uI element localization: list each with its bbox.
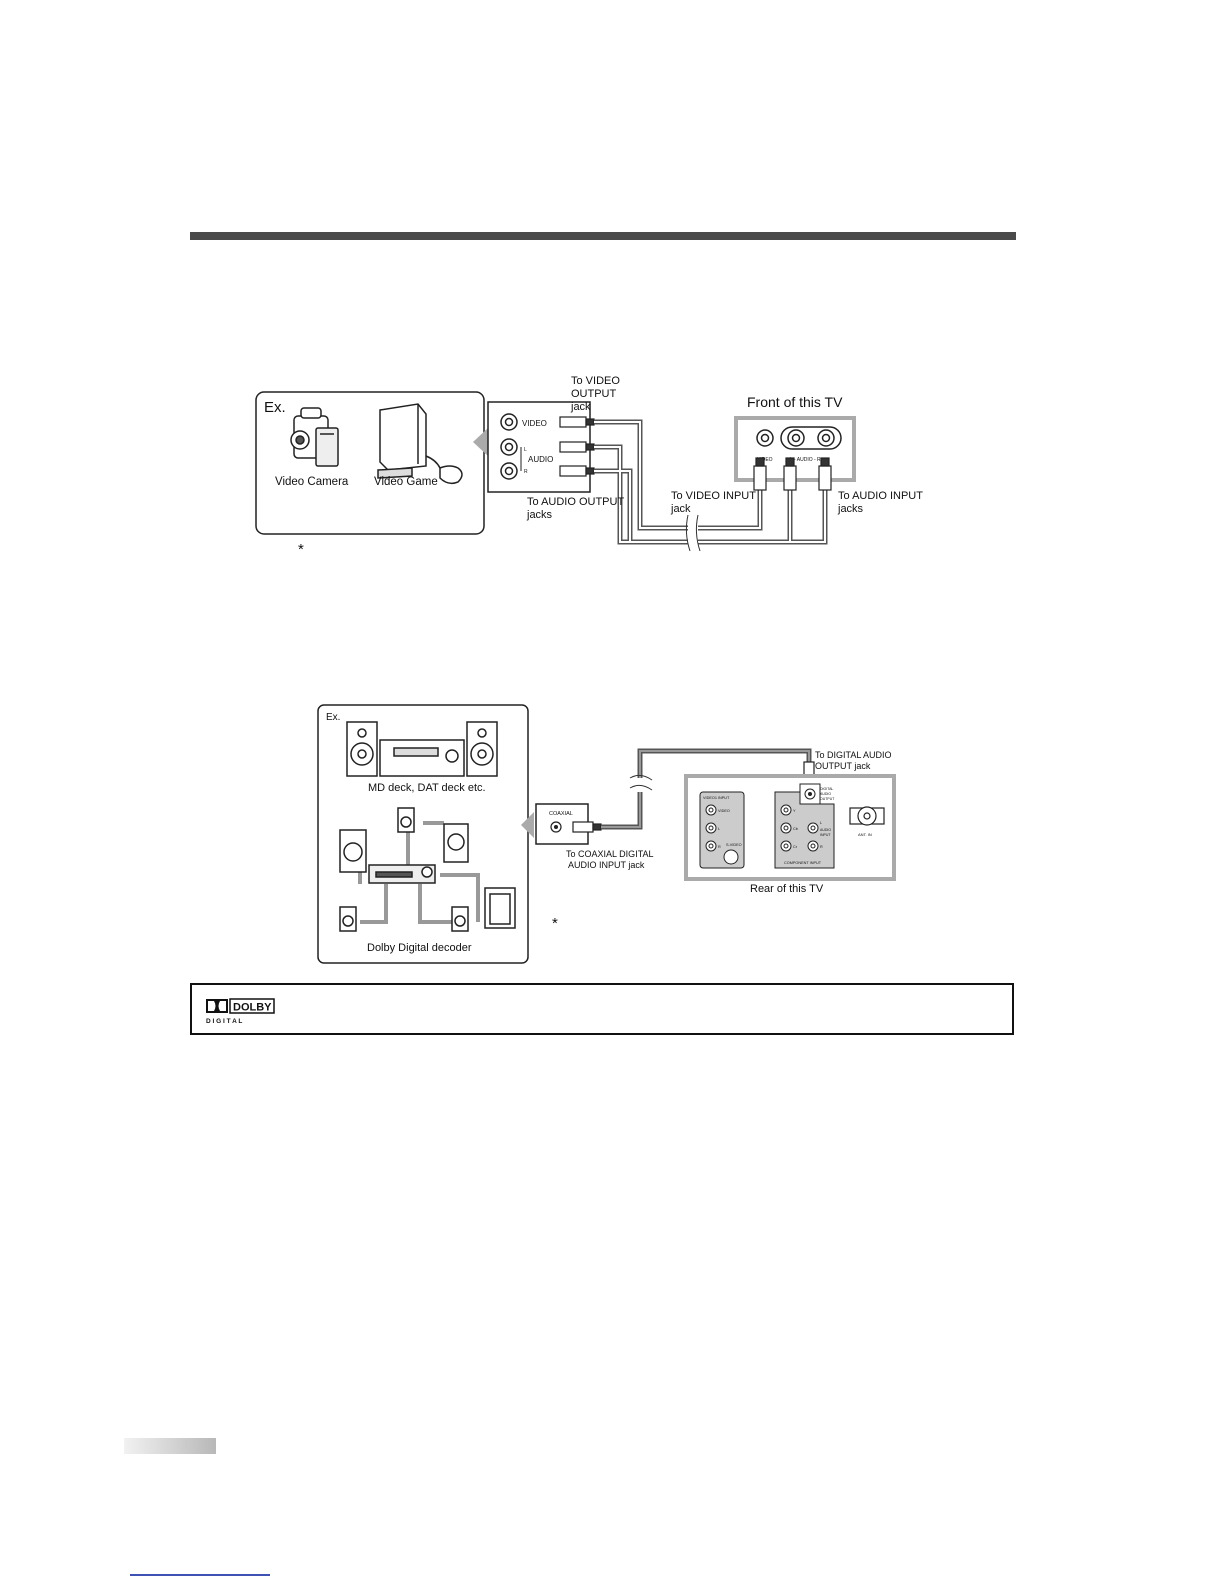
digital-audio-output-label-3: OUTPUT [820,797,835,801]
ant-in-connector [849,806,885,826]
video-game-label: Video Game [374,476,438,488]
pointer-arrow-1 [473,428,488,456]
rear-video-label: VIDEO [718,809,730,813]
callout-video-output-1: To VIDEO [571,375,620,387]
s-video-label: S-VIDEO [726,843,742,847]
connection-diagram-rear: Ex. MD deck, DAT deck etc. Dolby Digital… [317,704,896,964]
rear-l-label-2: L [820,821,822,825]
callout-video-input-1: To VIDEO INPUT [671,490,756,502]
header-rule [190,232,1016,240]
coaxial-plug [572,821,602,833]
pointer-arrow-2 [521,812,534,838]
rear-y-label: Y [793,809,796,813]
callout-video-input-2: jack [670,503,691,515]
dolby-digital-logo: DOLBY D I G I T A L [206,998,275,1025]
callout-audio-output-2: jacks [526,509,553,521]
callout-coaxial-1: To COAXIAL DIGITAL [566,849,654,859]
dolby-sub: D I G I T A L [206,1018,242,1025]
video1-input-label: VIDEO1 INPUT [703,796,730,800]
asterisk-1: * [298,541,304,558]
callout-video-output-2: OUTPUT [571,388,617,400]
coaxial-label: COAXIAL [549,811,573,817]
md-deck-illustration [346,721,498,777]
output-l-label: L [524,447,527,453]
output-video-label: VIDEO [522,419,547,428]
cable-break [688,515,698,551]
component-input-label: COMPONENT INPUT [784,861,822,865]
rear-cb-label: Cb [793,827,798,831]
md-deck-label: MD deck, DAT deck etc. [368,782,486,794]
tv-rear-title: Rear of this TV [750,883,824,895]
ant-in-label: ANT. IN [858,832,872,837]
example-devices-box [255,391,485,535]
asterisk-2: * [552,915,558,932]
callout-video-output-3: jack [570,401,591,413]
video-camera-illustration [290,407,339,467]
callout-coaxial-2: AUDIO INPUT jack [568,860,645,870]
tv-front-title: Front of this TV [747,394,843,410]
audio-input-label-1: AUDIO [820,828,831,832]
output-audio-label: AUDIO [528,455,553,464]
rear-r-label-2: R [820,845,823,849]
output-r-label: R [524,469,528,475]
tv-front-video-label: VIDEO [757,457,773,463]
footer-rule [130,1574,270,1576]
rear-cr-label: Cr [793,845,798,849]
rear-r-label-1: R [718,845,721,849]
callout-audio-output-1: To AUDIO OUTPUT [527,496,624,508]
callout-digital-output-1: To DIGITAL AUDIO [815,750,892,760]
video-game-illustration [377,403,463,485]
rear-l-label-1: L [718,827,720,831]
page-number-tab [124,1438,216,1454]
callout-audio-input-1: To AUDIO INPUT [838,490,923,502]
audio-input-label-2: INPUT [820,833,831,837]
connection-diagram-front: Ex. Video Camera Video Game VIDEO L AUDI… [255,375,923,558]
decoder-illustration [339,807,516,932]
input-plugs [753,457,832,491]
dolby-note-box: DOLBY D I G I T A L [190,983,1014,1035]
cable-break-2 [630,778,652,792]
callout-digital-output-2: OUTPUT jack [815,761,871,771]
digital-audio-output-label-2: AUDIO [820,792,831,796]
video-camera-label: Video Camera [275,476,349,488]
callout-audio-input-2: jacks [837,503,864,515]
dolby-word: DOLBY [233,1002,272,1014]
decoder-label: Dolby Digital decoder [367,942,472,954]
ex-label-2: Ex. [326,712,340,723]
tv-front-audio-label: L - AUDIO - R [790,457,821,463]
ex-label: Ex. [264,399,286,416]
digital-audio-output-label-1: DIGITAL [820,787,833,791]
